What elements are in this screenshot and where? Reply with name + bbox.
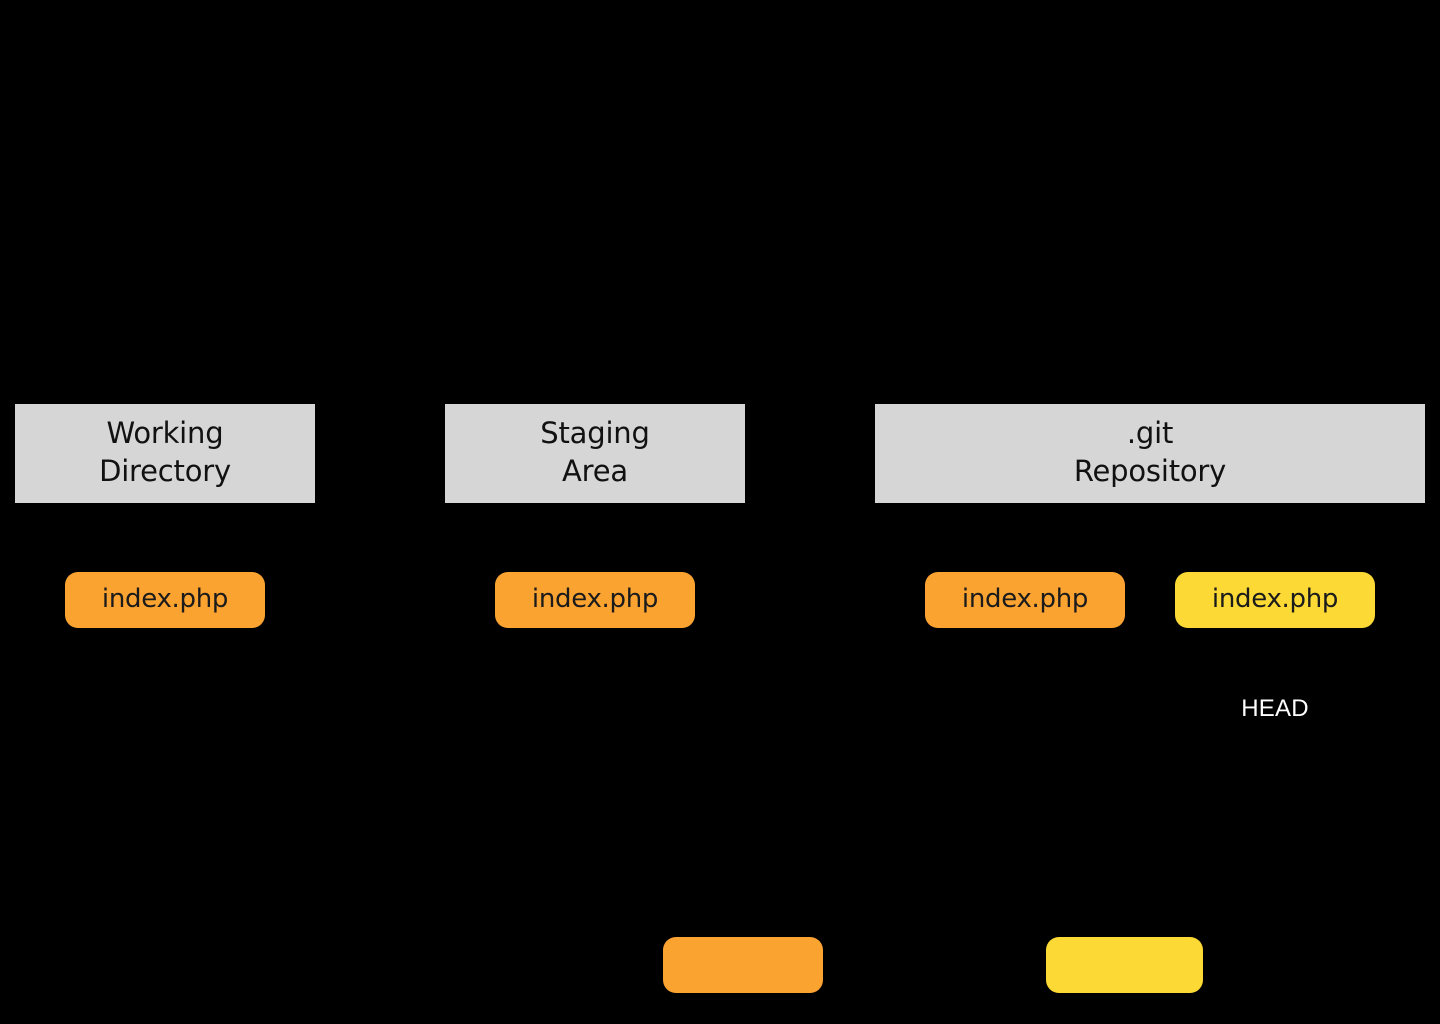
- column-header-working-directory: Working Directory: [15, 404, 315, 503]
- legend-swatch-staged: [663, 937, 823, 993]
- file-pill-repository-previous: index.php: [925, 572, 1125, 628]
- column-header-staging-area: Staging Area: [445, 404, 745, 503]
- file-pill-working-directory: index.php: [65, 572, 265, 628]
- file-pill-staging-area: index.php: [495, 572, 695, 628]
- legend-swatch-committed: [1046, 937, 1203, 993]
- head-marker-label: HEAD: [1241, 695, 1309, 722]
- column-header-git-repository: .git Repository: [875, 404, 1425, 503]
- file-pill-repository-head: index.php: [1175, 572, 1375, 628]
